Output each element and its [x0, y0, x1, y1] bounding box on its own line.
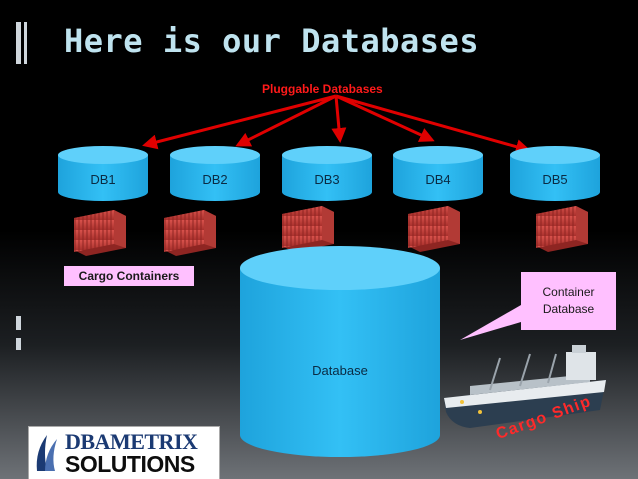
callout-line-1: Container	[542, 285, 595, 299]
callout-line-2: Database	[542, 302, 595, 316]
side-decoration	[16, 0, 30, 479]
dbametrix-logo: DBAMETRIX SOLUTIONS	[28, 426, 220, 479]
pdb-label-2: DB2	[202, 172, 228, 187]
pdb-arrows	[142, 94, 531, 154]
pdb-cylinder-4	[393, 146, 483, 201]
cargo-ship-image	[444, 345, 606, 428]
cargo-container-4	[408, 206, 460, 252]
pdb-label-3: DB3	[314, 172, 340, 187]
cargo-container-2	[164, 210, 216, 256]
cargo-containers-label: Cargo Containers	[64, 266, 194, 286]
cargo-container-3	[282, 206, 334, 252]
slide-title: Here is our Databases	[64, 22, 480, 60]
cargo-container-1	[74, 210, 126, 256]
pluggable-databases-label: Pluggable Databases	[262, 82, 383, 96]
callout-pointer	[460, 305, 521, 340]
pdb-label-5: DB5	[542, 172, 568, 187]
cargo-container-5	[536, 206, 588, 252]
pdb-cylinder-5	[510, 146, 600, 201]
pdb-cylinder-2	[170, 146, 260, 201]
container-database-cylinder	[240, 246, 440, 457]
logo-text-line-2: SOLUTIONS	[65, 451, 195, 477]
pdb-cylinder-1	[58, 146, 148, 201]
pdb-cylinder-3	[282, 146, 372, 201]
logo-mark-icon	[36, 435, 57, 471]
database-label: Database	[312, 363, 368, 378]
pdb-label-1: DB1	[90, 172, 116, 187]
container-database-callout: Container Database	[521, 272, 616, 330]
logo-text-line-1: DBAMETRIX	[65, 429, 198, 454]
pdb-label-4: DB4	[425, 172, 451, 187]
